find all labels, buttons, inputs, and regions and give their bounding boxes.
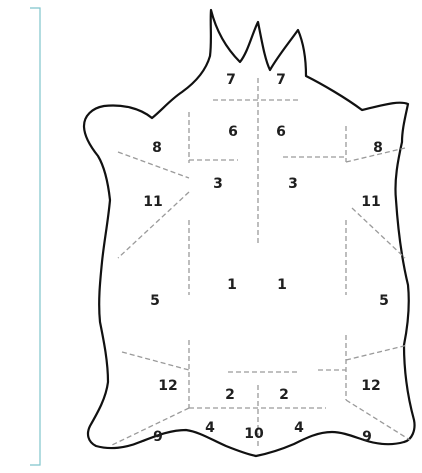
region-label-left-7: 7 xyxy=(226,72,236,88)
region-label-right-3: 3 xyxy=(288,176,298,192)
region-label-left-9: 9 xyxy=(153,429,163,445)
region-label-left-2: 2 xyxy=(225,387,235,403)
region-label-right-1: 1 xyxy=(277,277,287,293)
region-label-right-8: 8 xyxy=(373,140,383,156)
region-label-right-12: 12 xyxy=(361,378,380,394)
side-bracket xyxy=(30,8,40,465)
region-label-right-9: 9 xyxy=(362,429,372,445)
region-label-center-10: 10 xyxy=(244,426,264,442)
region-label-right-4: 4 xyxy=(294,420,304,436)
region-label-left-1: 1 xyxy=(227,277,237,293)
region-label-right-2: 2 xyxy=(279,387,289,403)
region-label-right-6: 6 xyxy=(276,124,286,140)
region-label-left-12: 12 xyxy=(158,378,177,394)
region-label-left-8: 8 xyxy=(152,140,162,156)
region-label-left-11: 11 xyxy=(143,194,162,210)
region-label-right-7: 7 xyxy=(276,72,286,88)
region-label-right-5: 5 xyxy=(379,293,389,309)
region-label-left-3: 3 xyxy=(213,176,223,192)
region-label-left-4: 4 xyxy=(205,420,215,436)
region-label-left-5: 5 xyxy=(150,293,160,309)
region-label-right-11: 11 xyxy=(361,194,380,210)
region-label-left-6: 6 xyxy=(228,124,238,140)
